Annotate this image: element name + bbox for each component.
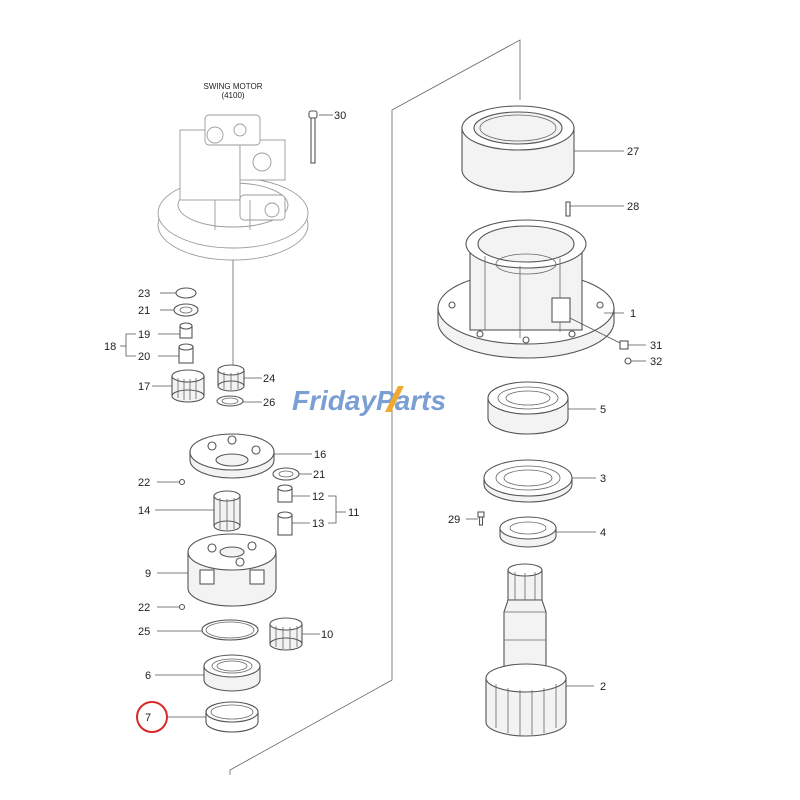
watermark-text: FridayParts [292,385,446,416]
callout-14: 14 [138,505,150,517]
callout-28: 28 [627,201,639,213]
callout-21-top: 21 [138,305,150,317]
callout-22-lower: 22 [138,602,150,614]
callout-26: 26 [263,397,275,409]
callout-27: 27 [627,146,639,158]
part-4-collar [499,516,557,548]
part-22-pin-lower [178,603,186,611]
callout-13: 13 [312,518,324,530]
part-25-snap-ring [201,619,259,641]
callout-25: 25 [138,626,150,638]
part-6-bearing [203,654,261,692]
part-31-plug [619,340,629,350]
part-21-washer-top [173,303,199,317]
callout-9: 9 [145,568,151,580]
callout-11: 11 [348,507,359,519]
callout-3: 3 [600,473,606,485]
callout-29: 29 [448,514,460,526]
callout-18: 18 [104,341,116,353]
part-21-washer-mid [272,467,300,481]
callout-22-upper: 22 [138,477,150,489]
callout-19: 19 [138,329,150,341]
part-16-carrier [189,433,275,479]
callout-10: 10 [321,629,333,641]
part-22-pin-upper [178,478,186,486]
header-line2: (4100) [221,91,244,100]
callout-1: 1 [630,308,636,320]
watermark-logo: FridayParts [292,385,446,416]
part-5-roller-bearing [487,381,569,435]
part-28-dowel [565,201,571,217]
callout-6: 6 [145,670,151,682]
watermark-part1: Friday [292,385,377,416]
callout-12: 12 [312,491,324,503]
callout-4: 4 [600,527,606,539]
header-line1: SWING MOTOR [204,82,263,91]
part-26-thrust-ring [216,395,244,407]
callout-5: 5 [600,404,606,416]
callout-17: 17 [138,381,150,393]
part-10-gear [269,617,303,651]
part-20-bushing [178,343,194,364]
part-29-bolt [477,511,485,526]
part-12-pin [277,484,293,503]
part-30-bolt [308,110,318,164]
callout-23: 23 [138,288,150,300]
part-7-bearing-race [205,701,259,733]
part-13-bushing [277,511,293,536]
part-24-sun-gear [217,364,245,392]
part-17-planet-gear [171,369,205,403]
callout-2: 2 [600,681,606,693]
highlight-circle [136,701,168,733]
part-14-gear [213,490,241,532]
callout-32: 32 [650,356,662,368]
part-1-housing [437,219,615,359]
part-23-ring [175,287,197,299]
callout-30: 30 [334,110,346,122]
part-9-planet-carrier [187,533,277,607]
callout-21-mid: 21 [313,469,325,481]
callout-31: 31 [650,340,662,352]
callout-16: 16 [314,449,326,461]
swing-motor-assembly [157,114,309,261]
part-19-pin [179,322,193,339]
callout-20: 20 [138,351,150,363]
part-27-ring-gear [461,105,575,193]
part-32-washer [624,357,632,365]
part-3-seal-plate [483,459,573,503]
assembly-boundary-line [229,39,521,775]
watermark-accent-mark [385,386,404,412]
callout-7-highlighted: 7 [145,712,151,724]
callout-24: 24 [263,373,275,385]
part-2-pinion-shaft [485,563,567,737]
